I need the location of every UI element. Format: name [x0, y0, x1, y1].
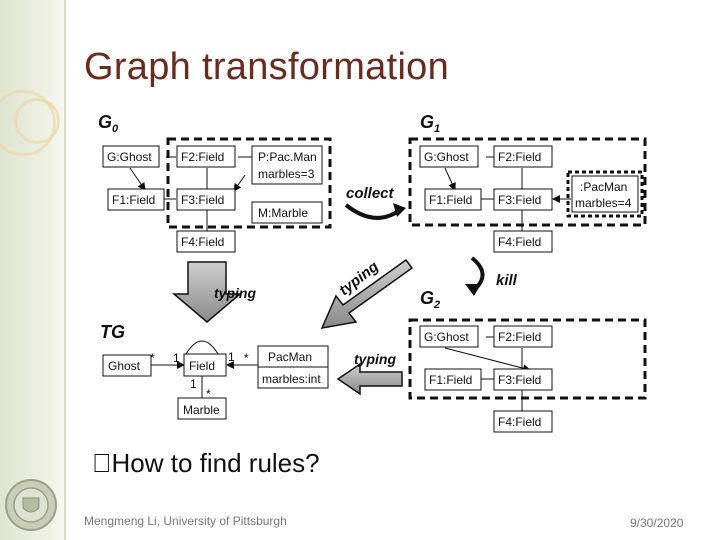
tg-multiplicities: * 1 1 * 1 *	[150, 350, 249, 401]
typing-down-label: typing	[214, 285, 256, 301]
university-seal-icon	[5, 479, 57, 531]
g0-node-pacman-attr: marbles=3	[258, 167, 315, 181]
svg-text:*: *	[150, 351, 155, 365]
g0-node-pacman: P:Pac.Man	[258, 150, 317, 164]
g1-pacman-highlight	[566, 170, 644, 218]
tg-node-marble: Marble	[183, 403, 220, 417]
g0-node-marble: M:Marble	[258, 206, 308, 220]
bullet-marker-icon: 	[92, 448, 112, 478]
g2-node-f1: F1:Field	[429, 373, 472, 387]
tg-node-ghost: Ghost	[108, 359, 141, 373]
g0-node-f1: F1:Field	[112, 193, 155, 207]
svg-text:*: *	[206, 387, 211, 401]
svg-text:*: *	[244, 351, 249, 365]
g0-node-f2: F2:Field	[181, 150, 224, 164]
typing-left-arrow	[336, 362, 403, 396]
g1-node-ghost: G:Ghost	[424, 150, 469, 164]
side-divider	[64, 0, 66, 540]
g0-nodes: G:Ghost F2:Field P:Pac.Man marbles=3 F1:…	[102, 145, 323, 253]
bullet-point: How to find rules?	[92, 448, 320, 479]
tg-node-pacman-attr: marbles:int	[262, 372, 321, 386]
g1-label: G1	[420, 112, 440, 135]
g1-edges	[444, 156, 571, 232]
collect-arrowhead	[393, 203, 406, 217]
g0-rule-region	[166, 137, 332, 229]
slide-title: Graph transformation	[84, 46, 450, 88]
tg-node-field: Field	[189, 359, 215, 373]
collect-arrow	[344, 203, 402, 220]
g0-label: G0	[98, 112, 119, 135]
bullet-text: How to find rules?	[92, 448, 320, 478]
collect-label: collect	[346, 185, 395, 202]
g2-nodes: G:Ghost F2:Field F1:Field F3:Field F4:Fi…	[419, 325, 553, 433]
g2-node-f4: F4:Field	[498, 415, 541, 429]
svg-text:1: 1	[173, 351, 180, 365]
g1-nodes: G:Ghost F2:Field F1:Field F3:Field :PacM…	[419, 145, 639, 253]
g2-node-f2: F2:Field	[498, 330, 541, 344]
g1-node-f1: F1:Field	[429, 193, 472, 207]
kill-label: kill	[496, 272, 518, 289]
kill-arrowhead	[465, 284, 481, 296]
typing-diag-arrow	[320, 258, 414, 329]
g1-rule-region	[408, 137, 647, 227]
g1-node-f2: F2:Field	[498, 150, 541, 164]
g1-node-f4: F4:Field	[498, 235, 541, 249]
tg-node-pacman: PacMan	[268, 350, 312, 364]
decorative-circle	[14, 98, 60, 144]
g1-node-pacman: :PacMan	[580, 180, 627, 194]
g1-node-pacman-attr: marbles=4	[575, 196, 632, 210]
g2-edges	[444, 336, 531, 412]
svg-text:1: 1	[190, 377, 197, 391]
tg-edges	[151, 340, 258, 398]
g2-node-f3: F3:Field	[498, 373, 541, 387]
footer-date: 9/30/2020	[630, 516, 684, 530]
svg-text:1: 1	[228, 350, 235, 364]
tg-nodes: Ghost Field PacMan marbles:int Marble	[102, 345, 329, 420]
typing-down-arrow	[171, 261, 243, 323]
tg-label: TG	[100, 322, 125, 342]
g2-rule-region	[408, 318, 647, 400]
footer-author: Mengmeng Li, University of Pittsburgh	[84, 514, 287, 528]
g0-node-f4: F4:Field	[181, 235, 224, 249]
g0-node-ghost: G:Ghost	[107, 150, 152, 164]
g1-node-f3: F3:Field	[498, 193, 541, 207]
g2-label: G2	[420, 288, 440, 311]
g0-node-f3: F3:Field	[181, 193, 224, 207]
side-decoration-strip	[0, 0, 64, 540]
typing-left-label: typing	[354, 351, 396, 367]
g2-node-ghost: G:Ghost	[424, 330, 469, 344]
